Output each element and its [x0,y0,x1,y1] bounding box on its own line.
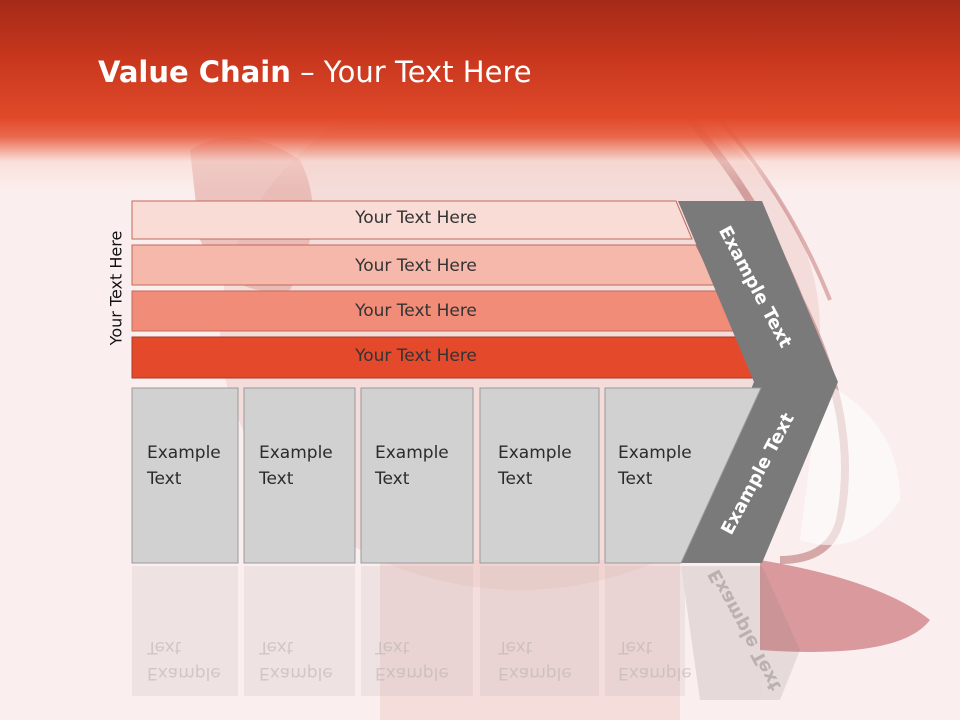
box-4-label: Example Text [498,443,572,489]
bar-3-label: Your Text Here [355,301,477,321]
bar-2-label: Your Text Here [355,256,477,276]
box-4-reflection: Example Text [498,637,572,683]
activity-box-5 [604,387,762,564]
bar-1-label: Your Text Here [355,208,477,228]
activity-box-2 [243,387,356,564]
bar-4-label: Your Text Here [355,346,477,366]
box-3-label: Example Text [375,443,449,489]
side-label: Your Text Here [106,230,126,346]
title-bold: Value Chain [98,55,291,89]
box-2-reflection: Example Text [259,637,333,683]
activity-box-1 [131,387,239,564]
reflection [132,566,800,700]
bar-1 [131,200,693,240]
box-1-label: Example Text [147,443,221,489]
box-5-label: Example Text [618,443,692,489]
activity-box-3 [360,387,474,564]
box-2-label: Example Text [259,443,333,489]
box-3-reflection: Example Text [375,637,449,683]
page-title: Value Chain – Your Text Here [98,55,532,89]
box-5-reflection: Example Text [618,637,692,683]
header-band [0,0,960,190]
title-rest: – Your Text Here [290,55,532,89]
activity-box-4 [479,387,600,564]
box-1-reflection: Example Text [147,637,221,683]
